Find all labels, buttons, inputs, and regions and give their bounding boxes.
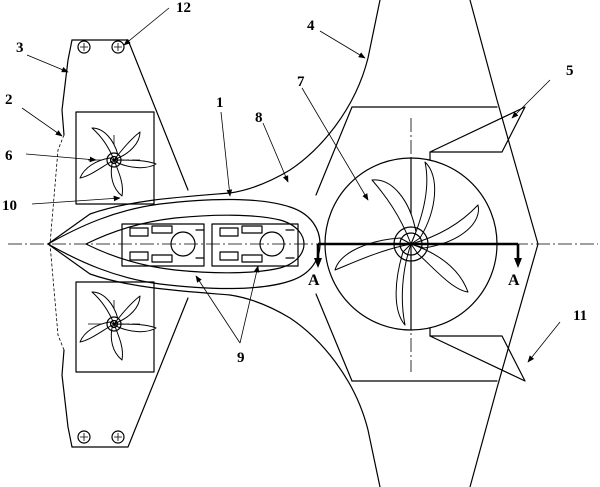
leader-lines [21, 7, 561, 363]
section-line [314, 242, 522, 268]
callout-5: 5 [566, 63, 574, 79]
callout-2: 2 [5, 92, 13, 108]
callout-10: 10 [2, 198, 17, 214]
callout-1: 1 [216, 95, 224, 111]
callout-8: 8 [255, 110, 263, 126]
callout-4: 4 [307, 18, 315, 34]
section-label-left: A [308, 272, 320, 289]
seats [121, 223, 299, 267]
front-fan-top [79, 127, 157, 197]
front-fan-bottom [79, 291, 157, 361]
tail-fins [429, 106, 526, 382]
top-wheels [77, 40, 125, 54]
callout-6: 6 [5, 148, 13, 164]
callout-12: 12 [176, 0, 191, 16]
section-label-right: A [508, 272, 520, 289]
callout-9: 9 [237, 350, 245, 366]
main-wing-and-fuselage [47, 0, 539, 487]
bottom-wheels [77, 430, 125, 444]
callout-11: 11 [573, 308, 587, 324]
callout-7: 7 [297, 74, 305, 90]
callout-3: 3 [16, 40, 24, 56]
forward-wing [49, 39, 189, 448]
